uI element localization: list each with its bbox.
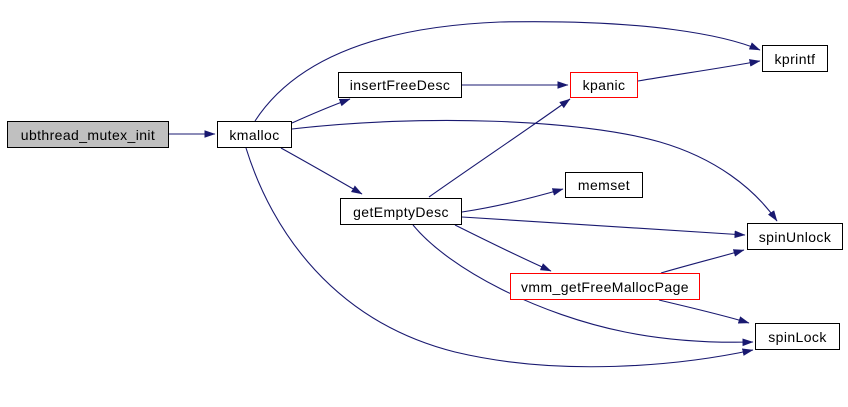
node-vmm-getfreemallocpage[interactable]: vmm_getFreeMallocPage: [510, 273, 700, 300]
edge-getEmptyDesc-vmm_getFreeMallocPage: [454, 224, 552, 272]
edge-kmalloc-spinUnlock: [291, 119, 778, 222]
node-spinlock[interactable]: spinLock: [755, 323, 840, 350]
edge-getEmptyDesc-spinLock: [412, 224, 754, 347]
edge-kmalloc-spinLock: [245, 147, 754, 368]
node-kprintf[interactable]: kprintf: [762, 45, 828, 72]
edge-vmm_getFreeMallocPage-spinUnlock: [660, 249, 745, 274]
node-insertfreedesc[interactable]: insertFreeDesc: [338, 72, 462, 98]
edge-kmalloc-insertFreeDesc: [291, 98, 351, 124]
node-ubthread-mutex-init: ubthread_mutex_init: [7, 121, 169, 148]
edge-kmalloc-getEmptyDesc: [280, 147, 363, 195]
edge-kmalloc-kprintf: [254, 21, 761, 122]
edge-getEmptyDesc-spinUnlock: [461, 216, 746, 239]
edge-getEmptyDesc-memset: [461, 188, 564, 213]
edge-vmm_getFreeMallocPage-spinLock: [658, 299, 750, 324]
node-spinunlock[interactable]: spinUnlock: [747, 223, 843, 250]
node-getemptydesc[interactable]: getEmptyDesc: [340, 198, 462, 225]
edge-kpanic-kprintf: [637, 59, 761, 82]
edge-getEmptyDesc-kpanic: [428, 98, 571, 198]
node-kpanic[interactable]: kpanic: [570, 72, 638, 98]
node-kmalloc[interactable]: kmalloc: [217, 121, 292, 148]
node-memset[interactable]: memset: [565, 172, 643, 198]
